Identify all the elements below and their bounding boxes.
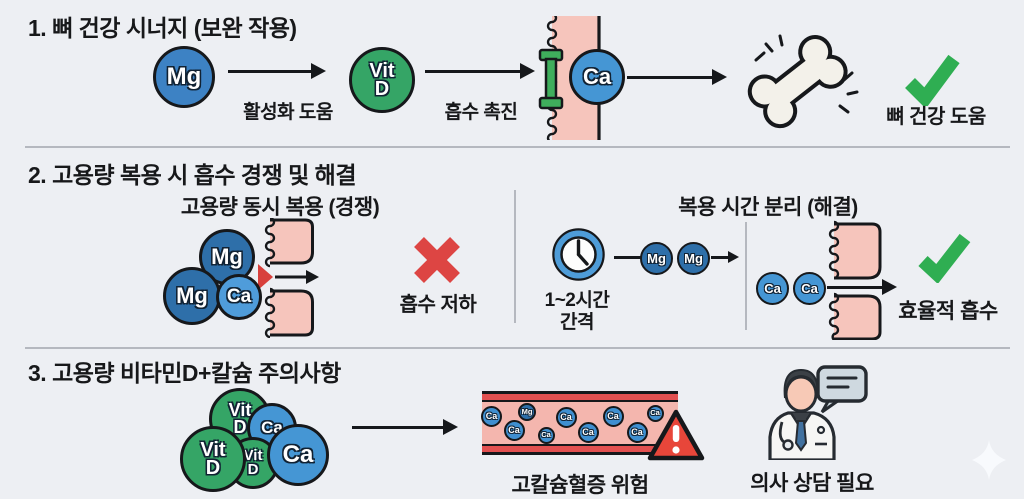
section1-title: 1. 뼈 건강 시너지 (보완 작용) bbox=[28, 15, 297, 41]
vitd-line1: Vit bbox=[243, 447, 263, 465]
vitd-token-label: Vit D bbox=[228, 400, 252, 437]
sparkle-lines-icon bbox=[754, 34, 859, 114]
vessel-particle: Ca bbox=[537, 426, 555, 444]
mg-flow-arrow-icon bbox=[711, 251, 739, 263]
vessel-particle: Ca bbox=[555, 406, 577, 428]
vessel-wall-top bbox=[482, 391, 678, 402]
vessel-particle: Ca bbox=[626, 421, 648, 443]
risk-arrow-icon bbox=[352, 418, 458, 436]
result-arrow-icon bbox=[627, 68, 727, 86]
particle-label: Ca bbox=[560, 411, 572, 422]
ca-flow-arrow-icon bbox=[827, 278, 897, 296]
mg-token-label: Mg bbox=[647, 250, 666, 266]
vessel-particle: Ca bbox=[646, 404, 664, 422]
section2-title: 2. 고용량 복용 시 흡수 경쟁 및 해결 bbox=[28, 162, 357, 188]
ca-token: Ca bbox=[569, 49, 625, 105]
vitd-token-label: Vit D bbox=[200, 438, 226, 479]
connector-line bbox=[614, 256, 641, 259]
blood-vessel: Ca Mg Ca Ca Ca Ca Ca Ca Ca bbox=[481, 391, 678, 455]
activation-arrow-icon bbox=[228, 62, 326, 80]
reduced-absorption-label: 흡수 저하 bbox=[399, 294, 477, 316]
particle-label: Mg bbox=[521, 406, 533, 416]
solution-heading: 복용 시간 분리 (해결) bbox=[678, 196, 858, 219]
checkmark-icon bbox=[905, 54, 960, 106]
ca-token-separated-2: Ca bbox=[793, 272, 826, 305]
hypercalcemia-label: 고칼슘혈증 위험 bbox=[511, 474, 649, 497]
particle-label: Ca bbox=[631, 426, 643, 437]
activation-label: 활성화 도움 bbox=[243, 102, 333, 123]
vitd-token-line2: D bbox=[374, 78, 390, 100]
vitd-line1: Vit bbox=[228, 400, 252, 421]
particle-label: Ca bbox=[485, 410, 498, 421]
section-divider-1 bbox=[25, 146, 1010, 148]
vertical-divider-1 bbox=[514, 190, 516, 323]
ca-token-label: Ca bbox=[764, 280, 781, 296]
vessel-particle: Ca bbox=[481, 405, 502, 427]
absorption-label: 흡수 촉진 bbox=[444, 102, 518, 123]
clock-icon bbox=[552, 228, 605, 281]
vitd-line2: D bbox=[205, 457, 221, 479]
doctor-icon bbox=[768, 365, 868, 460]
ca-token-separated-1: Ca bbox=[756, 272, 789, 305]
bone-health-label: 뼈 건강 도움 bbox=[886, 106, 986, 128]
particle-label: Ca bbox=[582, 426, 594, 437]
checkmark-icon-2 bbox=[918, 233, 971, 283]
bone-icon bbox=[747, 34, 859, 129]
mg-token-label: Mg bbox=[176, 282, 208, 308]
mg-token-competing-2: Mg bbox=[163, 267, 221, 325]
x-mark-icon bbox=[414, 237, 460, 283]
transporter-icon bbox=[538, 48, 564, 110]
vitd-token-label: Vit D bbox=[243, 447, 263, 478]
efficient-absorption-label: 효율적 흡수 bbox=[898, 300, 998, 323]
vitd-token: Vit D bbox=[349, 47, 415, 113]
block-wedge-icon bbox=[258, 264, 273, 290]
open-channel-membrane-icon bbox=[828, 220, 882, 340]
vitd-line2: D bbox=[233, 417, 247, 437]
mg-token-separated-1: Mg bbox=[640, 242, 673, 275]
competition-heading: 고용량 동시 복용 (경쟁) bbox=[180, 196, 380, 219]
vitd-line1: Vit bbox=[200, 438, 226, 461]
sparkle-icon bbox=[972, 440, 1006, 480]
vessel-particle: Ca bbox=[602, 405, 624, 427]
section3-title: 3. 고용량 비타민D+칼슘 주의사항 bbox=[28, 360, 341, 386]
mg-token: Mg bbox=[153, 46, 215, 108]
mg-token-separated-2: Mg bbox=[677, 242, 710, 275]
particle-label: Ca bbox=[541, 429, 551, 439]
vessel-particle: Ca bbox=[577, 421, 599, 443]
ca-token-competing: Ca bbox=[216, 274, 262, 320]
particle-label: Ca bbox=[607, 410, 619, 421]
ca-token-cluster-right: Ca bbox=[267, 424, 329, 486]
doctor-consult-label: 의사 상담 필요 bbox=[750, 472, 874, 495]
mg-token-label: Mg bbox=[166, 62, 202, 90]
warning-icon bbox=[647, 409, 705, 461]
interval-label-line1: 1~2시간 bbox=[544, 290, 610, 311]
absorption-arrow-icon bbox=[425, 62, 535, 80]
blocked-channel-membrane-icon bbox=[258, 218, 319, 338]
ca-token-label: Ca bbox=[282, 440, 314, 468]
ca-token-label: Ca bbox=[226, 286, 252, 308]
mg-token-label: Mg bbox=[211, 243, 243, 269]
interval-label-line2: 간격 bbox=[560, 312, 594, 333]
mg-token-competing-1: Mg bbox=[199, 229, 255, 285]
ca-token-label: Ca bbox=[801, 280, 818, 296]
particle-label: Ca bbox=[508, 424, 520, 435]
vessel-particle: Mg bbox=[518, 403, 536, 421]
vitd-token-label: Vit D bbox=[369, 59, 395, 100]
vitd-token-cluster-left: Vit D bbox=[180, 426, 246, 492]
particle-label: Ca bbox=[650, 407, 660, 417]
ca-token-label: Ca bbox=[582, 63, 612, 89]
vitd-token-line1: Vit bbox=[369, 59, 395, 82]
vertical-divider-2 bbox=[745, 222, 747, 330]
speech-bubble-icon bbox=[816, 365, 868, 414]
vessel-particle: Ca bbox=[503, 419, 525, 441]
section-divider-2 bbox=[25, 347, 1010, 349]
vitd-line2: D bbox=[247, 461, 259, 478]
vessel-wall-bottom bbox=[482, 444, 678, 455]
mg-token-label: Mg bbox=[684, 250, 703, 266]
